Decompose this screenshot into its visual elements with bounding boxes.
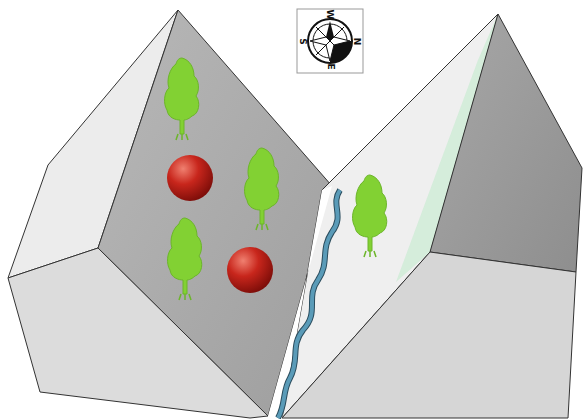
compass-letter: W	[326, 9, 335, 19]
compass-letter: E	[326, 63, 335, 69]
compass-letter: S	[297, 38, 306, 44]
compass-letter: N	[352, 37, 361, 45]
